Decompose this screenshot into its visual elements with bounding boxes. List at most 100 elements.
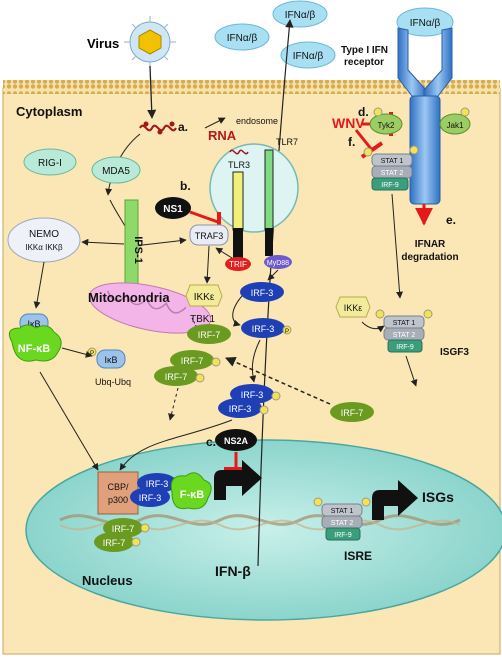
virus-label: Virus: [87, 36, 119, 51]
step-c-label: c.: [206, 435, 216, 449]
irf7-nuclear-dimer: IRF-7 IRF-7: [94, 518, 150, 552]
ubq-label: Ubq-Ubq: [95, 377, 131, 387]
cbp-p300: CBP/ p300: [97, 471, 139, 515]
traf3: TRAF3: [189, 224, 229, 246]
svg-text:STAT 2: STAT 2: [381, 170, 404, 177]
irf3-dimer: IRF-3 IRF-3: [218, 384, 281, 418]
receptor-label-2: receptor: [344, 57, 384, 68]
svg-text:STAT 1: STAT 1: [393, 320, 416, 327]
svg-text:IRF-7: IRF-7: [198, 330, 221, 340]
endosome-label: endosome: [236, 116, 278, 126]
svg-text:IRF-3: IRF-3: [251, 288, 274, 298]
svg-text:IRF-3: IRF-3: [146, 479, 169, 489]
ns1: NS1: [155, 197, 191, 219]
ifn-receptor: [396, 7, 454, 205]
svg-text:IFNα/β: IFNα/β: [293, 51, 324, 62]
svg-text:NEMO: NEMO: [29, 229, 59, 240]
svg-text:IRF-3: IRF-3: [229, 404, 252, 414]
irf7-cytoplasm: IRF-7: [187, 324, 231, 344]
viral-rna: [139, 124, 177, 132]
nucleus: [25, 439, 502, 621]
svg-text:IRF-3: IRF-3: [252, 324, 275, 334]
svg-text:F-κB: F-κB: [180, 489, 205, 501]
tlr7-label: TLR7: [276, 137, 298, 147]
svg-text:P: P: [285, 329, 289, 335]
cytoplasm-label: Cytoplasm: [16, 104, 82, 119]
svg-text:IRF-9: IRF-9: [334, 532, 352, 539]
svg-text:IFNα/β: IFNα/β: [285, 10, 316, 21]
ifn-ab-bubble-3: IFNα/β: [280, 41, 336, 69]
irf3-nuclear-dimer: IRF-3 IRF-3: [130, 473, 177, 507]
svg-text:TRAF3: TRAF3: [195, 231, 224, 241]
tlr7-receptor: [264, 149, 274, 231]
svg-text:IKKε: IKKε: [344, 303, 363, 313]
svg-text:MyD88: MyD88: [267, 260, 289, 267]
svg-text:IRF-3: IRF-3: [241, 390, 264, 400]
mitochondria: [88, 282, 212, 334]
nfkb-nuclear: F-κB: [170, 472, 212, 510]
svg-text:NS2A: NS2A: [224, 436, 249, 446]
step-d-label: d.: [358, 105, 369, 119]
mitochondria-label: Mitochondria: [88, 290, 170, 305]
svg-text:IFNα/β: IFNα/β: [227, 33, 258, 44]
svg-text:STAT 1: STAT 1: [331, 508, 354, 515]
tyk2: Tyk2: [369, 107, 403, 135]
receptor-label-1: Type I IFN: [341, 45, 388, 56]
wnv-label: WNV: [332, 115, 365, 131]
irf3-tlr: IRF-3: [240, 282, 284, 302]
stat-complex-receptor: STAT 1 STAT 2 IRF-9: [363, 145, 419, 191]
step-e-label: e.: [446, 213, 456, 227]
nemo-ikk-complex: NEMO IKKα IKKβ: [7, 217, 81, 263]
isre-stat-complex: STAT 1 STAT 2 IRF-9: [313, 497, 371, 541]
svg-text:p300: p300: [108, 495, 128, 505]
tlr3-label: TLR3: [228, 160, 250, 170]
myd88: MyD88: [264, 255, 292, 269]
svg-text:IRF-3: IRF-3: [139, 493, 162, 503]
svg-text:IκB: IκB: [27, 319, 40, 329]
tbk1-label: TBK1: [190, 314, 215, 325]
receptor-ifn-label: IFNα/β: [410, 18, 441, 29]
svg-text:Jak1: Jak1: [447, 121, 464, 130]
nfkb-ikb-complex: IκB NF-κB: [8, 313, 62, 362]
nucleus-label: Nucleus: [82, 573, 133, 588]
svg-text:IκB: IκB: [104, 355, 117, 365]
svg-text:NS1: NS1: [163, 204, 183, 215]
ikke-isgf3: IKKε: [335, 296, 371, 318]
irf3-phosphorylated: IRF-3 P: [241, 318, 292, 338]
ifn-ab-bubble-2: IFNα/β: [272, 0, 328, 28]
svg-text:IRF-7: IRF-7: [341, 408, 364, 418]
svg-text:Tyk2: Tyk2: [378, 121, 395, 130]
step-f-label: f.: [348, 135, 355, 149]
ifn-ab-bubble-1: IFNα/β: [214, 23, 270, 51]
mda5: MDA5: [91, 156, 141, 184]
svg-text:NF-κB: NF-κB: [18, 343, 50, 355]
tlr3-receptor: [232, 171, 244, 231]
svg-text:TRIF: TRIF: [229, 260, 247, 269]
endosome: [209, 143, 299, 233]
svg-text:RIG-I: RIG-I: [38, 158, 62, 169]
jak1: Jak1: [439, 107, 471, 135]
isre-label: ISRE: [344, 549, 372, 563]
isgs-label: ISGs: [422, 489, 454, 505]
irf7-dimer: IRF-7 IRF-7: [154, 350, 221, 386]
svg-text:IKKα IKKβ: IKKα IKKβ: [25, 243, 63, 252]
ifnar-degradation-label-1: IFNAR: [415, 239, 446, 250]
trif: TRIF: [225, 257, 251, 271]
svg-text:IRF-7: IRF-7: [103, 538, 126, 548]
plasma-membrane: [3, 80, 500, 94]
svg-text:MDA5: MDA5: [102, 166, 130, 177]
rna-label: RNA: [208, 128, 237, 143]
irf7-isg: IRF-7: [330, 402, 374, 422]
svg-text:IRF-7: IRF-7: [165, 372, 188, 382]
svg-text:IRF-7: IRF-7: [112, 524, 135, 534]
transcription-arrow-ifnb: [214, 460, 262, 500]
ifn-beta-label: IFN-β: [215, 563, 251, 579]
svg-text:IRF-9: IRF-9: [381, 182, 399, 189]
transcription-arrow-isgs: [372, 480, 418, 520]
isgf3-complex: STAT 1 STAT 2 IRF-9: [375, 309, 433, 353]
step-b-label: b.: [180, 179, 191, 193]
ifnar-degradation-label-2: degradation: [401, 252, 458, 263]
svg-text:IKKε: IKKε: [194, 292, 215, 303]
svg-text:STAT 2: STAT 2: [393, 332, 416, 339]
